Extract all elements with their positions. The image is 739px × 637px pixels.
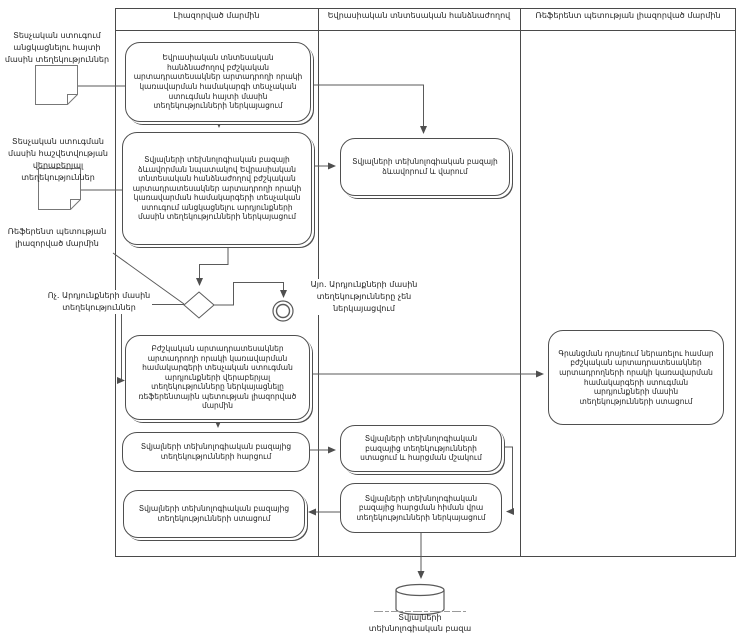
- note-fold-icon: [70, 199, 81, 210]
- swimlane-header-authorized-body: Լիազորված մարմին: [173, 11, 260, 20]
- note-icons: [35, 65, 81, 210]
- branch-no-label: Ոչ. Արդյունքների մասին տեղեկություններ: [46, 290, 152, 314]
- decision-diamond: [183, 291, 215, 319]
- swimlane-frame: [115, 8, 736, 557]
- note-icon: [35, 65, 78, 105]
- flow-box1-dbformation: [311, 84, 427, 134]
- swimlane-header-eurasian-commission: Եվրասիական տնտեսական հանձնաժողով: [327, 11, 511, 20]
- node-submit-inspection-application: Եվրասիական տնտեսական հանձնաժողով բժշկակա…: [125, 42, 311, 122]
- flow-final-icon: [272, 300, 294, 322]
- link-referent-decision: [112, 252, 185, 305]
- node-provide-info-on-request: Տվյալների տեխնոլոգիական բազայից հարցման …: [340, 483, 502, 533]
- swimlane-header-referent-state: Ռեֆերենտ պետության լիազորված մարմին: [535, 11, 721, 20]
- node-submit-inspection-results: Տվյալների տեխնոլոգիական բազայի ձևավորման…: [122, 132, 312, 245]
- flow-arrows: [77, 84, 544, 579]
- node-db-formation-maintenance: Տվյալների տեխնոլոգիական բազայի ձևավորում…: [340, 138, 510, 196]
- node-receive-results-referent: Գրանցման դոսյեում ներառելու համար բժշկակ…: [548, 330, 724, 425]
- flow-process-provide: [502, 446, 514, 515]
- note-fold-icon: [67, 94, 78, 105]
- database-icon: [395, 583, 445, 616]
- database-label: Տվյալների տեխնոլոգիական բազա: [368, 613, 472, 633]
- node-request-info-from-db: Տվյալների տեխնոլոգիական բազայից տեղեկութ…: [122, 432, 310, 472]
- note1-label: Տեսչական ստուգում անցկացնելու հայտի մասի…: [4, 31, 110, 64]
- flow-decision-yes: [214, 282, 287, 306]
- node-receive-info-from-db: Տվյալների տեխնոլոգիական բազայից տեղեկութ…: [123, 490, 305, 538]
- node-receive-and-process-request: Տվյալների տեխնոլոգիական բազայից տեղեկութ…: [340, 425, 502, 472]
- referent-body-label: Ռեֆերենտ պետության լիազորված մարմին: [7, 227, 107, 248]
- branch-yes-label: Այո. Արդյունքների մասին տեղեկությունները…: [308, 279, 420, 315]
- note2-label: Տեսչական ստուգման մասին հաշվետվության վե…: [8, 137, 108, 182]
- flow-decision-no: [117, 304, 184, 384]
- node-submit-results-to-referent: Բժշկական արտադրատեսակներ արտադրողի որակի…: [125, 335, 310, 420]
- flow-box2-decision: [196, 245, 229, 286]
